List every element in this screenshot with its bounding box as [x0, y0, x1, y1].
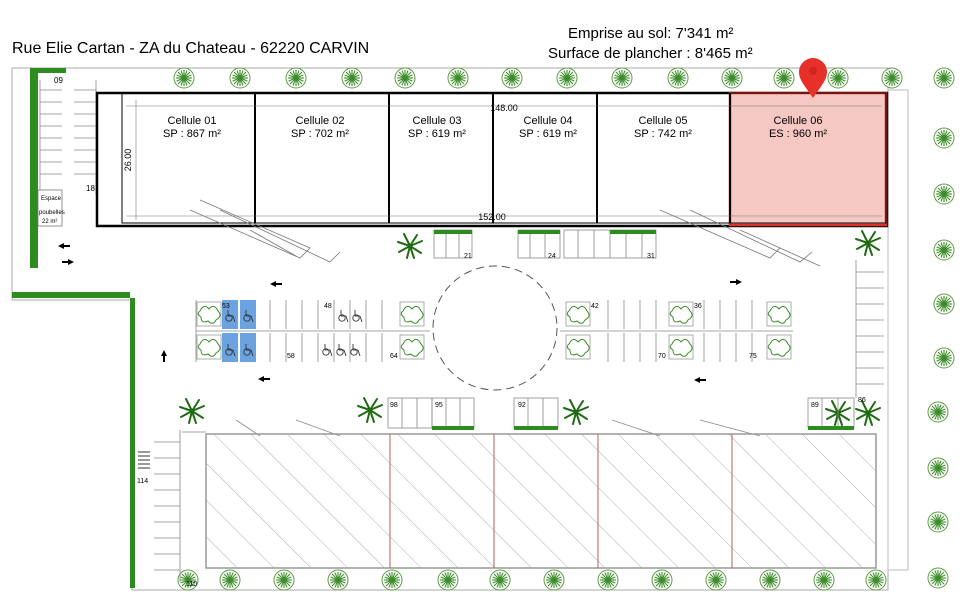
parking-number: 42 — [591, 303, 599, 310]
parking-number: 36 — [694, 303, 702, 310]
hedge — [808, 426, 854, 430]
surface-de-plancher: Surface de plancher : 8'465 m² — [548, 45, 753, 62]
parking-row-south — [235, 397, 855, 437]
left-parking — [39, 80, 97, 200]
cell-name: Cellule 06 — [774, 115, 823, 127]
parking-number: 70 — [658, 353, 666, 360]
parking-number: 86 — [858, 397, 866, 404]
cell-name: Cellule 05 — [639, 115, 688, 127]
hedge-bottom-left — [12, 292, 130, 298]
hedge — [434, 230, 472, 234]
parking-number: 21 — [464, 253, 472, 260]
trash-area-size: 22 m² — [42, 219, 57, 225]
parking-number: 64 — [390, 353, 398, 360]
cell-name: Cellule 01 — [168, 115, 217, 127]
parking-number: 110 — [186, 581, 197, 588]
shrub — [766, 301, 792, 327]
shrub — [196, 334, 222, 360]
accessible-space — [240, 333, 256, 362]
shrub — [399, 334, 425, 360]
cell-name: Cellule 04 — [524, 115, 573, 127]
parking-number: 58 — [287, 353, 295, 360]
palm-tree — [357, 397, 383, 423]
tree-row-bottom — [177, 569, 887, 591]
parking-number: 31 — [647, 253, 655, 260]
lower-left-parking — [154, 430, 206, 582]
parking-number: 95 — [435, 402, 443, 409]
hedge-left — [30, 68, 38, 268]
cell-name: Cellule 02 — [296, 115, 345, 127]
hedge — [514, 426, 558, 430]
cell-area: SP : 619 m² — [519, 128, 577, 140]
site-boundary — [11, 67, 909, 591]
site-address: Rue Elie Cartan - ZA du Chateau - 62220 … — [12, 40, 370, 57]
parking-number: 48 — [324, 303, 332, 310]
shrub — [565, 334, 591, 360]
shrub — [196, 301, 222, 327]
emprise-au-sol: Emprise au sol: 7'341 m² — [568, 25, 734, 42]
tree-row-top — [173, 67, 955, 89]
shrub — [565, 301, 591, 327]
cell-area: SP : 619 m² — [408, 128, 466, 140]
shrub — [766, 334, 792, 360]
wheelchair-icon — [350, 343, 361, 357]
hedge — [432, 426, 474, 430]
palm-tree — [855, 230, 881, 256]
palm-tree — [563, 399, 589, 425]
parking-number: 24 — [548, 253, 556, 260]
bicycle-rack — [138, 451, 150, 469]
shrub — [399, 301, 425, 327]
right-strip — [887, 89, 909, 571]
wheelchair-icon — [336, 343, 347, 357]
cell-area: SP : 867 m² — [163, 128, 221, 140]
shrub — [668, 301, 694, 327]
cell-area: SP : 702 m² — [291, 128, 349, 140]
palm-tree — [397, 233, 423, 259]
palm-tree — [855, 400, 881, 426]
parking-number: 114 — [137, 478, 148, 485]
cell-06-highlight — [728, 91, 888, 227]
circulation-arrows — [58, 243, 742, 383]
shrub — [668, 334, 694, 360]
location-pin-icon — [799, 58, 827, 98]
central-parking — [195, 300, 793, 362]
delivery-docks — [189, 199, 821, 267]
trash-area-label: poubelles — [39, 210, 65, 216]
lower-building — [205, 433, 877, 569]
outer-width-dimension: 152.00 — [478, 212, 506, 222]
palm-tree — [179, 398, 205, 424]
wheelchair-icon — [352, 309, 363, 323]
parking-number: 98 — [390, 402, 398, 409]
parking-number: 92 — [518, 402, 526, 409]
main-building — [95, 91, 889, 228]
trash-area-label: Espace — [41, 196, 62, 202]
parking-number: 09 — [54, 76, 63, 85]
trash-area — [37, 189, 63, 227]
cell-area: ES : 960 m² — [769, 128, 827, 140]
hedge-top-left — [30, 68, 66, 73]
accessible-space — [222, 333, 238, 362]
parking-number: 75 — [749, 353, 757, 360]
parking-number: 18 — [86, 184, 95, 193]
roundabout — [432, 265, 558, 391]
tree-column-right — [927, 127, 955, 589]
parking-number: 53 — [222, 303, 230, 310]
hedge — [518, 230, 560, 234]
hedge-lower-left — [130, 298, 135, 588]
hedge — [610, 230, 656, 234]
wheelchair-icon — [338, 309, 349, 323]
parking-right-column — [855, 260, 884, 398]
parking-number: 89 — [811, 402, 819, 409]
cell-area: SP : 742 m² — [634, 128, 692, 140]
inner-width-dimension: 148.00 — [490, 103, 518, 113]
cell-name: Cellule 03 — [413, 115, 462, 127]
depth-dimension: 26.00 — [123, 149, 133, 172]
wheelchair-icon — [322, 343, 333, 357]
